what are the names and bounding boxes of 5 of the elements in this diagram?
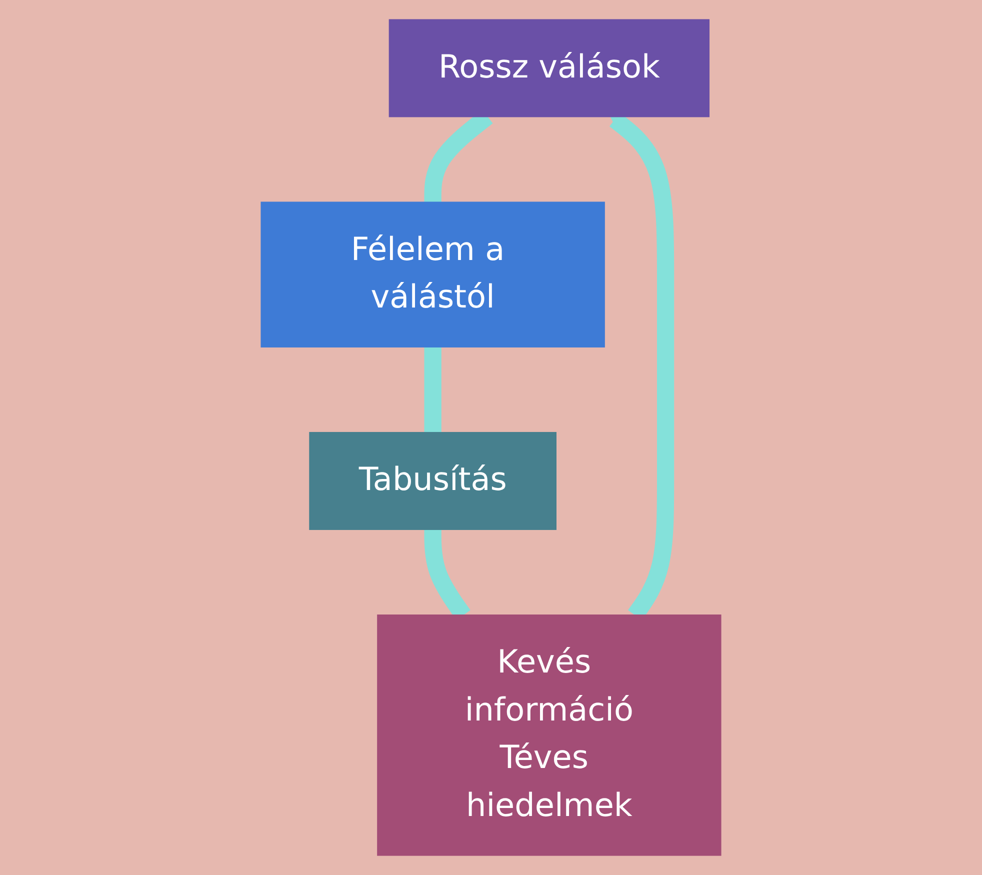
node-box: Rossz válások [388, 19, 710, 118]
node-box: Kevés információ Téves hiedelmek [377, 614, 722, 856]
connector [424, 345, 442, 434]
node-box: Tabusítás [309, 432, 556, 530]
node-box: Félelem a válástól [260, 202, 605, 348]
